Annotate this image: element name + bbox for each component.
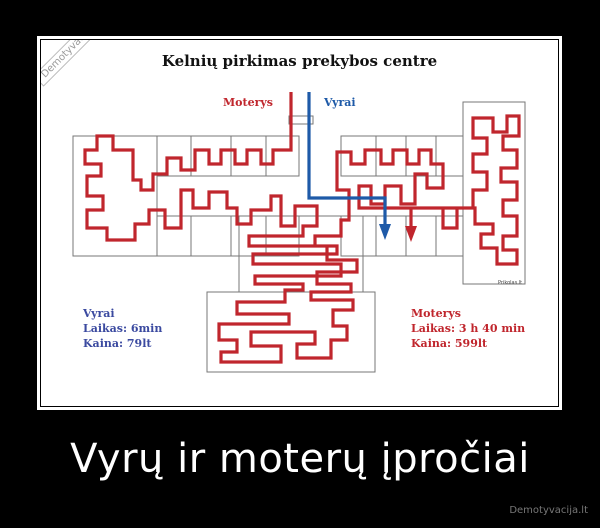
poster-title: Kelnių pirkimas prekybos centre xyxy=(161,52,438,70)
women-stats-name: Moterys xyxy=(411,307,461,320)
men-stats-price: Kaina: 79lt xyxy=(83,337,152,350)
bottom-hall xyxy=(206,291,376,373)
mall-floorplan-diagram xyxy=(72,92,526,373)
right-corridor-top xyxy=(340,135,464,177)
poster-caption: Vyrų ir moterų įpročiai xyxy=(70,436,530,482)
women-stats: Moterys Laikas: 3 h 40 min Kaina: 599lt xyxy=(411,306,525,351)
women-route-label: Moterys xyxy=(223,96,273,109)
men-route-label: Vyrai xyxy=(324,96,356,109)
women-route-arrow xyxy=(405,226,417,242)
prikolas-credit: Prikolas.lt xyxy=(498,280,523,286)
poster-frame: Kelnių pirkimas prekybos centre Moterys … xyxy=(37,36,562,410)
women-stats-time: Laikas: 3 h 40 min xyxy=(411,322,526,335)
women-route-path xyxy=(83,92,521,364)
women-stats-price: Kaina: 599lt xyxy=(411,337,488,350)
left-corridor-top xyxy=(156,135,300,177)
poster-image: Kelnių pirkimas prekybos centre Moterys … xyxy=(40,39,559,407)
site-link[interactable]: Demotyvacija.lt xyxy=(509,505,588,516)
right-wing-room xyxy=(462,101,526,285)
entrance xyxy=(288,115,314,125)
men-route-path xyxy=(307,92,387,224)
men-route-arrow xyxy=(379,224,391,240)
men-stats-name: Vyrai xyxy=(83,307,115,320)
men-stats: Vyrai Laikas: 6min Kaina: 79lt xyxy=(83,306,162,351)
left-wing-room xyxy=(72,135,158,257)
men-stats-time: Laikas: 6min xyxy=(83,322,163,335)
right-corridor-bottom xyxy=(340,215,464,257)
